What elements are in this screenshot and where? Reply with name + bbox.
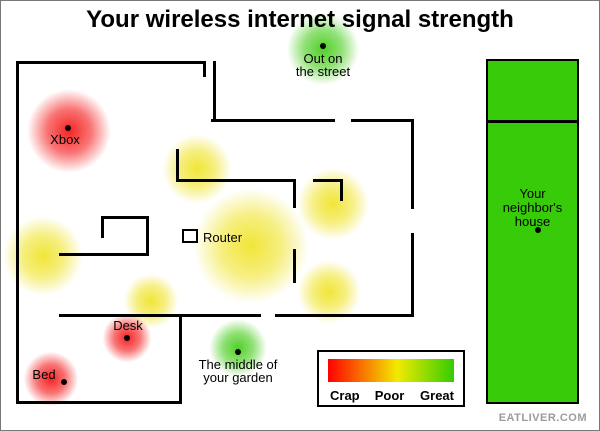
street-label: Out on the street [296, 52, 350, 78]
wall-segment [213, 61, 216, 122]
neighbor-label-line2: neighbor's [502, 200, 563, 215]
garden-dot [235, 349, 241, 355]
wall-segment [101, 216, 149, 219]
wall-segment [176, 149, 179, 182]
neighbor-dot [535, 227, 541, 233]
xbox-dot [65, 125, 71, 131]
wall-segment [203, 61, 206, 77]
wall-segment [293, 249, 296, 283]
neighbor-label-line1: Your [519, 186, 546, 201]
legend-label-crap: Crap [330, 388, 360, 403]
wall-segment [146, 216, 149, 256]
wall-segment [16, 61, 19, 404]
desk-label: Desk [113, 318, 143, 333]
garden-signal [198, 308, 278, 388]
legend: Crap Poor Great [317, 350, 465, 407]
neighbor-label-line3: house [514, 214, 551, 229]
street-label-line1: Out on [303, 51, 343, 66]
wall-segment [313, 179, 343, 182]
street-signal [273, 1, 373, 99]
xbox-label: Xbox [50, 132, 80, 147]
legend-label-poor: Poor [374, 388, 405, 403]
wall-segment [293, 182, 296, 208]
wall-segment [275, 314, 414, 317]
bed-signal [13, 341, 89, 417]
watermark: EATLIVER.COM [498, 412, 587, 424]
page-title: Your wireless internet signal strength [86, 6, 514, 33]
wall-segment [176, 179, 296, 182]
neighbor-house-divider [488, 120, 577, 123]
wall-segment [211, 119, 335, 122]
street-label-line2: the street [295, 64, 351, 79]
garden-label-line2: your garden [203, 370, 273, 385]
wall-segment [351, 119, 414, 122]
wall-segment [179, 316, 182, 404]
wall-segment [340, 179, 343, 201]
wall-segment [59, 253, 149, 256]
garden-label: The middle of your garden [199, 358, 278, 384]
neighbor-house: Your neighbor's house [486, 59, 579, 404]
street-dot [320, 43, 326, 49]
wall-segment [411, 119, 414, 209]
wall-segment [16, 401, 182, 404]
wall-segment [59, 314, 261, 317]
xbox-signal [11, 73, 127, 189]
wall-segment [101, 216, 104, 238]
bed-label: Bed [32, 367, 56, 382]
legend-gradient-bar [328, 359, 454, 382]
router-icon [182, 229, 198, 243]
wall-segment [16, 61, 206, 64]
neighbor-label: Your neighbor's house [488, 187, 577, 229]
wall-segment [411, 233, 414, 317]
router-label: Router [203, 230, 243, 245]
garden-label-line1: The middle of [198, 357, 278, 372]
desk-dot [124, 335, 130, 341]
legend-label-great: Great [420, 388, 454, 403]
bed-dot [61, 379, 67, 385]
right-room-signal [283, 154, 383, 254]
right-lower-signal [285, 248, 373, 336]
